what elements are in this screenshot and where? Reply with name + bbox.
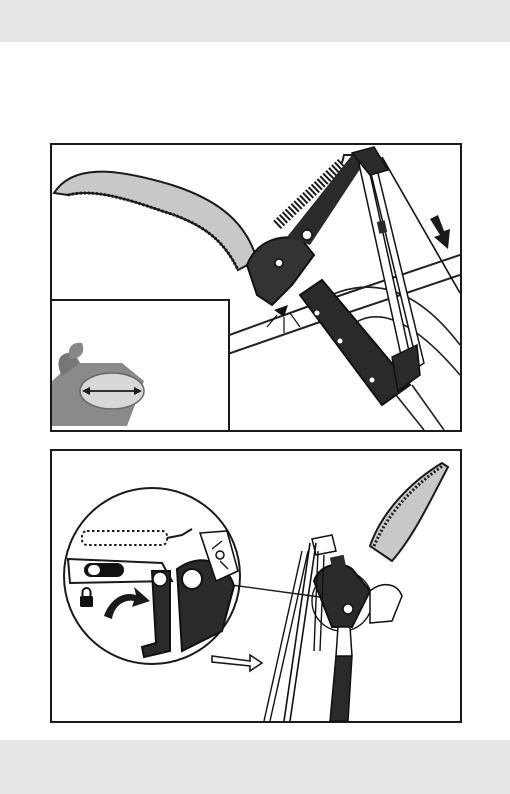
figure-1-panel xyxy=(50,143,462,432)
pull-arrow-icon xyxy=(430,215,450,249)
figure-1-inset xyxy=(52,299,230,432)
slide-arrow-icon xyxy=(212,655,262,671)
figure-2-panel xyxy=(50,449,462,723)
saw-blade-icon xyxy=(54,172,257,270)
page-footer-band xyxy=(0,740,510,794)
page-header-band xyxy=(0,0,510,42)
saw-blade-icon xyxy=(370,463,448,561)
branch-diameter-illustration xyxy=(52,301,228,432)
figure-2-illustration xyxy=(52,451,460,721)
